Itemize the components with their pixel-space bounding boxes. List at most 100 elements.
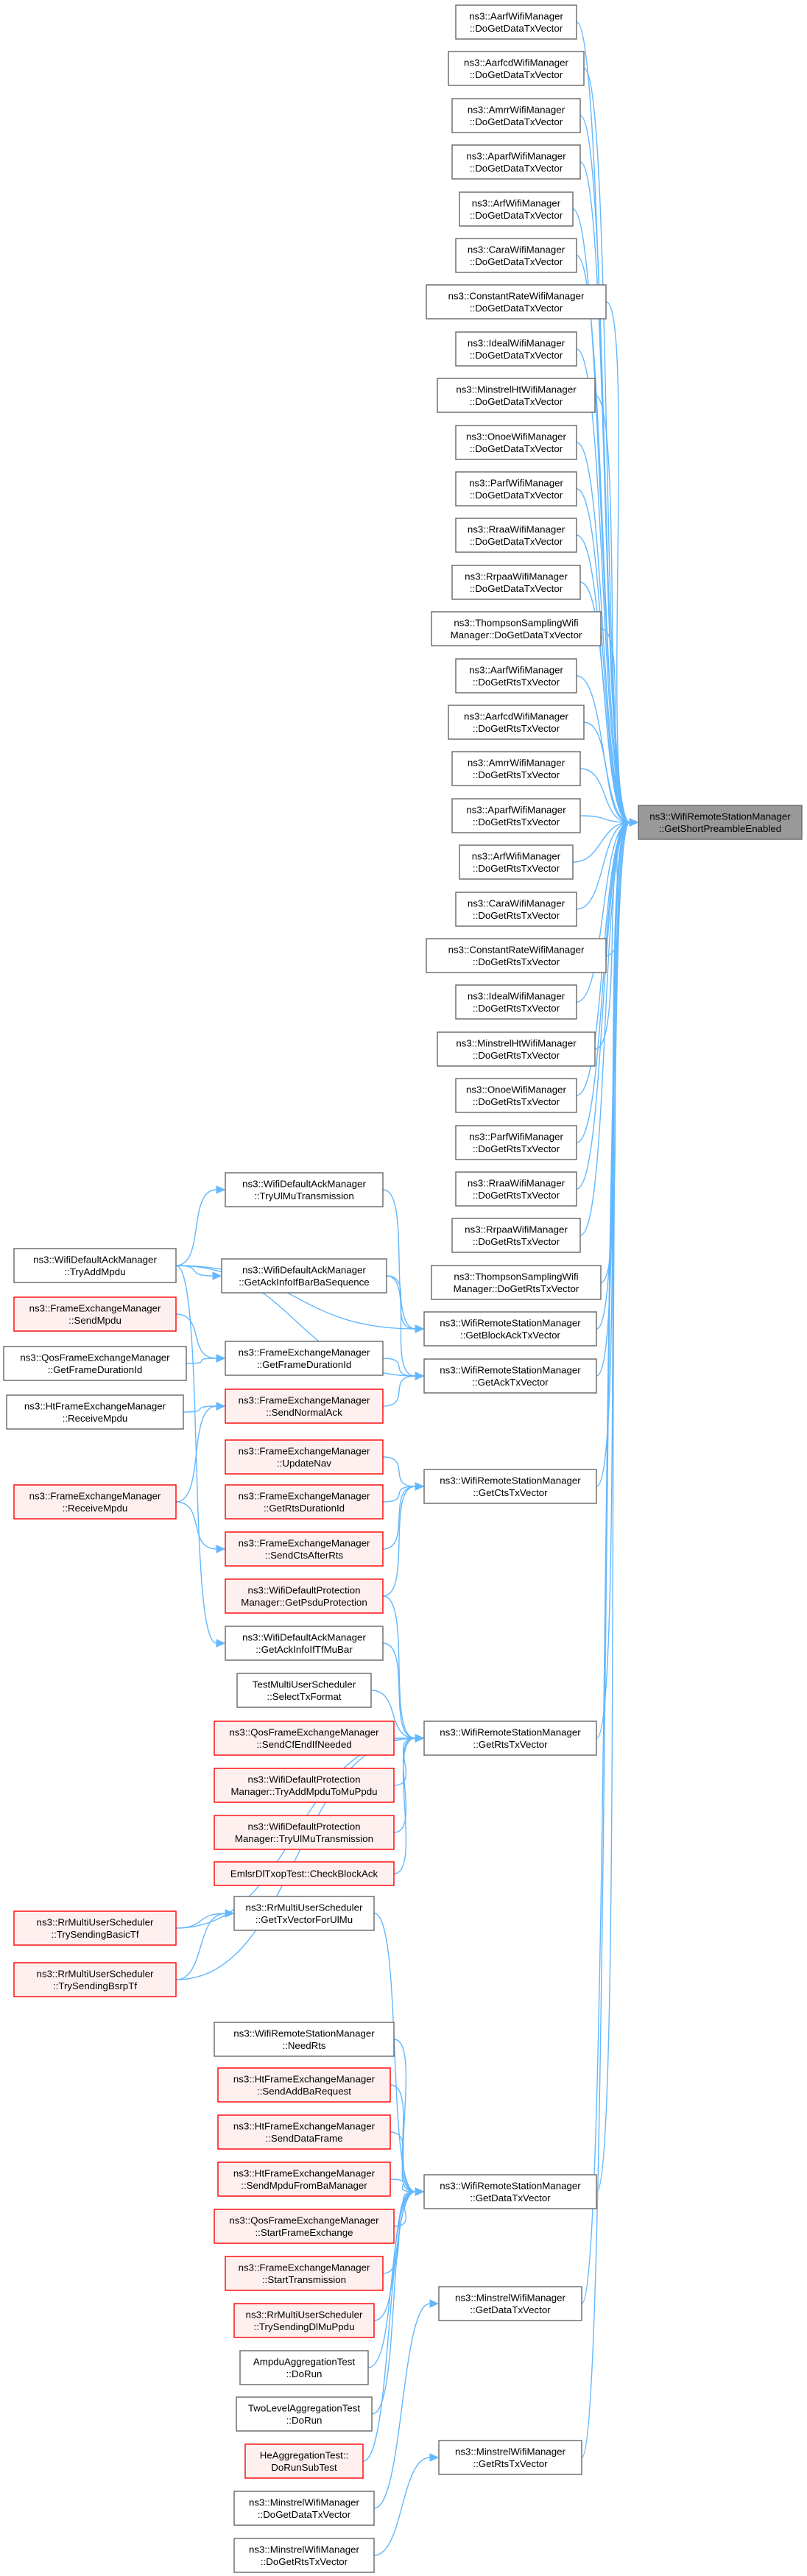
node-qos_startframe[interactable]: ns3::QosFrameExchangeManager::StartFrame… <box>214 2209 395 2244</box>
node-onoe_data[interactable]: ns3::OnoeWifiManager::DoGetDataTxVector <box>455 425 577 460</box>
node-ampdu_test[interactable]: AmpduAggregationTest::DoRun <box>239 2350 369 2385</box>
node-label-line: ns3::IdealWifiManager <box>468 337 565 348</box>
node-amrr_rts[interactable]: ns3::AmrrWifiManager::DoGetRtsTxVector <box>451 751 581 786</box>
node-minstrel_dogetrts[interactable]: ns3::MinstrelWifiManager::DoGetRtsTxVect… <box>233 2538 375 2573</box>
node-aarfcd_data[interactable]: ns3::AarfcdWifiManager::DoGetDataTxVecto… <box>448 51 585 86</box>
node-ideal_data[interactable]: ns3::IdealWifiManager::DoGetDataTxVector <box>455 331 577 367</box>
node-getrts[interactable]: ns3::WifiRemoteStationManager::GetRtsTxV… <box>423 1721 597 1756</box>
node-cara_data[interactable]: ns3::CaraWifiManager::DoGetDataTxVector <box>455 238 577 273</box>
node-needrts[interactable]: ns3::WifiRemoteStationManager::NeedRts <box>214 2022 395 2057</box>
node-ht_sendmpdufrom[interactable]: ns3::HtFrameExchangeManager::SendMpduFro… <box>217 2162 391 2197</box>
node-rr_trybasictf[interactable]: ns3::RrMultiUserScheduler::TrySendingBas… <box>13 1910 177 1946</box>
node-qos_getframedur[interactable]: ns3::QosFrameExchangeManager::GetFrameDu… <box>3 1346 187 1381</box>
node-label-line: ns3::AarfWifiManager <box>469 664 563 675</box>
edge-line <box>373 2303 431 2509</box>
node-ideal_rts[interactable]: ns3::IdealWifiManager::DoGetRtsTxVector <box>455 984 577 1020</box>
node-box <box>423 1311 597 1347</box>
node-tryulmu[interactable]: ns3::WifiDefaultAckManager::TryUlMuTrans… <box>225 1172 384 1207</box>
node-label-line: ns3::HtFrameExchangeManager <box>24 1400 166 1411</box>
node-label-line: ::DoGetRtsTxVector <box>473 769 560 780</box>
node-fem_starttx[interactable]: ns3::FrameExchangeManager::StartTransmis… <box>225 2256 384 2291</box>
node-box <box>455 1078 577 1113</box>
node-cara_rts[interactable]: ns3::CaraWifiManager::DoGetRtsTxVector <box>455 892 577 927</box>
node-rraa_data[interactable]: ns3::RraaWifiManager::DoGetDataTxVector <box>455 518 577 553</box>
node-label-line: ::DoGetRtsTxVector <box>473 677 560 688</box>
node-getackinfotf[interactable]: ns3::WifiDefaultAckManager::GetAckInfoIf… <box>225 1626 384 1661</box>
node-arf_rts[interactable]: ns3::ArfWifiManager::DoGetRtsTxVector <box>459 844 574 880</box>
node-thomp_data[interactable]: ns3::ThompsonSamplingWifiManager::DoGetD… <box>431 611 602 646</box>
node-minstrel_rts[interactable]: ns3::MinstrelWifiManager::GetRtsTxVector <box>438 2440 582 2475</box>
node-qos_sendcfend[interactable]: ns3::QosFrameExchangeManager::SendCfEndI… <box>214 1721 395 1756</box>
node-label-line: ns3::OnoeWifiManager <box>466 1084 567 1095</box>
node-fem_sendmpdu[interactable]: ns3::FrameExchangeManager::SendMpdu <box>13 1296 177 1332</box>
node-minstrel_data[interactable]: ns3::MinstrelWifiManager::GetDataTxVecto… <box>438 2286 582 2321</box>
node-parf_data[interactable]: ns3::ParfWifiManager::DoGetDataTxVector <box>455 471 577 507</box>
node-minht_data[interactable]: ns3::MinstrelHtWifiManager::DoGetDataTxV… <box>437 378 596 413</box>
node-he_test[interactable]: HeAggregationTest::DoRunSubTest <box>244 2443 364 2479</box>
edge-rr_trybasictf-to-rr_getulmu <box>175 1909 235 1929</box>
node-box <box>438 2286 582 2321</box>
node-thomp_rts[interactable]: ns3::ThompsonSamplingWifiManager::DoGetR… <box>431 1265 602 1300</box>
node-label-line: ::DoGetDataTxVector <box>470 163 563 174</box>
node-box <box>448 51 585 86</box>
node-getdata[interactable]: ns3::WifiRemoteStationManager::GetDataTx… <box>423 2174 597 2209</box>
node-defprot_tryadd[interactable]: ns3::WifiDefaultProtectionManager::TryAd… <box>214 1768 395 1803</box>
node-tryaddmpdu[interactable]: ns3::WifiDefaultAckManager::TryAddMpdu <box>13 1248 177 1283</box>
node-rrpaa_rts[interactable]: ns3::RrpaaWifiManager::DoGetRtsTxVector <box>451 1218 581 1253</box>
node-rraa_rts[interactable]: ns3::RraaWifiManager::DoGetRtsTxVector <box>455 1171 577 1207</box>
node-amrr_data[interactable]: ns3::AmrrWifiManager::DoGetDataTxVector <box>451 98 581 133</box>
node-label-line: ns3::MinstrelWifiManager <box>455 2292 566 2303</box>
node-box <box>455 1125 577 1160</box>
node-parf_rts[interactable]: ns3::ParfWifiManager::DoGetRtsTxVector <box>455 1125 577 1160</box>
node-twolevel_test[interactable]: TwoLevelAggregationTest::DoRun <box>236 2396 373 2432</box>
node-getblockack[interactable]: ns3::WifiRemoteStationManager::GetBlockA… <box>423 1311 597 1347</box>
node-rr_getulmu[interactable]: ns3::RrMultiUserScheduler::GetTxVectorFo… <box>233 1896 375 1931</box>
node-aarfcd_rts[interactable]: ns3::AarfcdWifiManager::DoGetRtsTxVector <box>448 705 585 740</box>
node-ht_senddata[interactable]: ns3::HtFrameExchangeManager::SendDataFra… <box>217 2114 391 2150</box>
edge-rraa_data-to-root <box>576 534 639 827</box>
node-const_rts[interactable]: ns3::ConstantRateWifiManager::DoGetRtsTx… <box>426 938 607 973</box>
node-fem_sendnormalack[interactable]: ns3::FrameExchangeManager::SendNormalAck <box>225 1388 384 1424</box>
node-fem_updatenav[interactable]: ns3::FrameExchangeManager::UpdateNav <box>225 1439 384 1475</box>
node-selecttx[interactable]: TestMultiUserScheduler::SelectTxFormat <box>236 1673 372 1708</box>
node-onoe_rts[interactable]: ns3::OnoeWifiManager::DoGetRtsTxVector <box>455 1078 577 1113</box>
node-label-line: ns3::ParfWifiManager <box>469 477 563 488</box>
node-label-line: ns3::ThompsonSamplingWifi <box>454 617 578 628</box>
node-aarf_data[interactable]: ns3::AarfWifiManager::DoGetDataTxVector <box>455 4 577 40</box>
node-aparf_data[interactable]: ns3::AparfWifiManager::DoGetDataTxVector <box>451 144 581 180</box>
node-emlsr[interactable]: EmlsrDlTxopTest::CheckBlockAck <box>214 1861 395 1886</box>
edge-line <box>393 1737 416 1833</box>
node-aarf_rts[interactable]: ns3::AarfWifiManager::DoGetRtsTxVector <box>455 658 577 694</box>
edge-line <box>393 2191 416 2227</box>
node-aparf_rts[interactable]: ns3::AparfWifiManager::DoGetRtsTxVector <box>451 798 581 833</box>
node-rr_trydlmu[interactable]: ns3::RrMultiUserScheduler::TrySendingDlM… <box>233 2303 375 2338</box>
node-defprot_tryulmu[interactable]: ns3::WifiDefaultProtectionManager::TryUl… <box>214 1815 395 1850</box>
node-const_data[interactable]: ns3::ConstantRateWifiManager::DoGetDataT… <box>426 284 607 320</box>
edge-line <box>581 822 630 2458</box>
node-getackinfobar[interactable]: ns3::WifiDefaultAckManager::GetAckInfoIf… <box>221 1258 387 1294</box>
node-fem_getframedur[interactable]: ns3::FrameExchangeManager::GetFrameDurat… <box>225 1341 384 1376</box>
node-rr_trybsrptf[interactable]: ns3::RrMultiUserScheduler::TrySendingBsr… <box>13 1962 177 1997</box>
node-box <box>236 2396 373 2432</box>
node-getcts[interactable]: ns3::WifiRemoteStationManager::GetCtsTxV… <box>423 1469 597 1504</box>
node-label-line: ns3::ParfWifiManager <box>469 1131 563 1142</box>
node-minstrel_dogetdata[interactable]: ns3::MinstrelWifiManager::DoGetDataTxVec… <box>233 2491 375 2526</box>
node-label-line: ns3::RraaWifiManager <box>468 523 565 534</box>
node-ht_receivempdu[interactable]: ns3::HtFrameExchangeManager::ReceiveMpdu <box>6 1394 184 1430</box>
edge-arrowhead <box>216 1185 226 1194</box>
node-fem_sendctsafter[interactable]: ns3::FrameExchangeManager::SendCtsAfterR… <box>225 1531 384 1567</box>
node-defprot_getpsdu[interactable]: ns3::WifiDefaultProtectionManager::GetPs… <box>225 1578 384 1614</box>
node-arf_data[interactable]: ns3::ArfWifiManager::DoGetDataTxVector <box>459 191 574 227</box>
node-minht_rts[interactable]: ns3::MinstrelHtWifiManager::DoGetRtsTxVe… <box>437 1031 596 1067</box>
node-box <box>431 1265 602 1300</box>
node-rrpaa_data[interactable]: ns3::RrpaaWifiManager::DoGetDataTxVector <box>451 565 581 600</box>
node-getack[interactable]: ns3::WifiRemoteStationManager::GetAckTxV… <box>423 1358 597 1394</box>
node-box <box>233 1896 375 1931</box>
node-fem_getrtsdur[interactable]: ns3::FrameExchangeManager::GetRtsDuratio… <box>225 1484 384 1520</box>
node-fem_receivempdu[interactable]: ns3::FrameExchangeManager::ReceiveMpdu <box>13 1484 177 1520</box>
node-box <box>423 1358 597 1394</box>
node-root[interactable]: ns3::WifiRemoteStationManager::GetShortP… <box>638 805 803 840</box>
node-box <box>214 1815 395 1850</box>
node-ht_sendaddba[interactable]: ns3::HtFrameExchangeManager::SendAddBaRe… <box>217 2067 391 2103</box>
